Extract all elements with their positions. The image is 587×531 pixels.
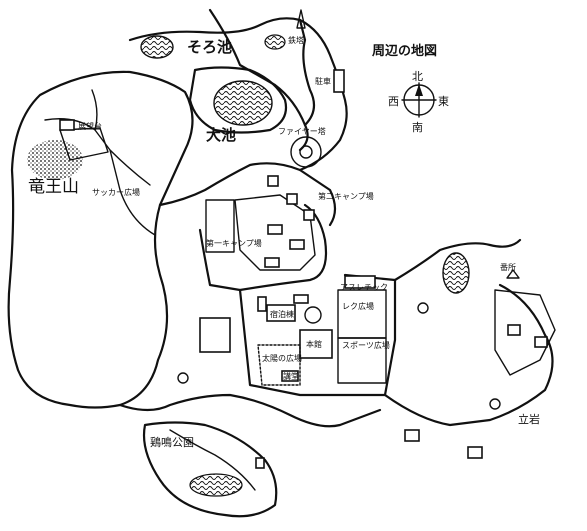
central-road-b xyxy=(198,203,328,292)
koen-boundary xyxy=(142,421,278,518)
camp-loop xyxy=(234,194,316,271)
sports-field-label: スポーツ広場 xyxy=(342,340,390,350)
ryuozan-boundary xyxy=(7,70,194,409)
taiyo-field-label: 太陽の広場 xyxy=(262,353,302,363)
east-building-3 xyxy=(404,429,420,442)
camp1-site xyxy=(205,199,235,253)
fire-tower-circle xyxy=(290,136,322,168)
camp2-building-b xyxy=(286,193,298,205)
ryuozan-inner-trail xyxy=(44,89,156,236)
northeast-road xyxy=(298,18,348,172)
camp1-building-a xyxy=(267,224,283,235)
east-tree-2 xyxy=(489,398,501,410)
east-building-4 xyxy=(467,446,483,459)
koen-trail xyxy=(169,429,256,491)
compass-west: 西 xyxy=(388,95,399,108)
athletic-label: アスレチック xyxy=(340,283,388,292)
camp2-building-a xyxy=(267,175,279,187)
tetto-label: 鉄塔 xyxy=(288,35,304,45)
north-road xyxy=(128,17,316,127)
rec-field-label: レク広場 xyxy=(342,301,374,311)
camp1-label: 第一キャンプ場 xyxy=(206,238,262,248)
ryuozan-hill xyxy=(27,140,83,180)
east-tree-1 xyxy=(417,302,429,314)
east-pond xyxy=(442,252,470,294)
camp2-label: 第二キャンプ場 xyxy=(318,191,374,201)
oike-rim xyxy=(188,66,288,134)
koen-label: 鶏鳴公園 xyxy=(150,435,194,449)
plaza-circle xyxy=(304,306,322,324)
koen-tree-grove xyxy=(189,473,243,497)
tateiwa-label: 立岩 xyxy=(518,412,540,426)
south-road xyxy=(118,393,382,428)
sports-field-area xyxy=(337,337,387,384)
athletic-building xyxy=(344,275,376,289)
camp2-building-c xyxy=(303,209,315,221)
east-building-2 xyxy=(534,336,548,348)
compass-east: 東 xyxy=(438,95,449,108)
oike-pond xyxy=(213,80,273,126)
honkan-label: 本館 xyxy=(306,339,322,349)
compass-north: 北 xyxy=(412,70,423,83)
compass xyxy=(401,82,437,118)
north-tree-grove xyxy=(264,34,286,50)
east-road-b xyxy=(393,238,522,282)
camp1-building-c xyxy=(264,257,280,268)
oike-label: 大池 xyxy=(206,126,236,144)
koen-building xyxy=(255,457,265,469)
hall-building xyxy=(281,370,299,382)
lodging-label: 宿泊棟 xyxy=(270,309,294,319)
fire-tower-center xyxy=(299,145,313,159)
honkan-building xyxy=(299,329,333,359)
guard-hut xyxy=(506,269,520,279)
fire-tower-label: ファイヤー塔 xyxy=(278,126,326,136)
compass-south: 南 xyxy=(412,121,423,134)
south-tree-1 xyxy=(177,372,189,384)
map-title: 周辺の地図 xyxy=(372,43,437,59)
north-road-2 xyxy=(208,8,309,152)
east-loop xyxy=(494,289,556,376)
guard-label: 番所 xyxy=(500,262,516,272)
west-block-building xyxy=(199,317,231,353)
rec-field-area xyxy=(337,289,387,339)
shuhuku-label: 駐車 xyxy=(315,76,331,86)
tetto-tower xyxy=(296,9,306,29)
shuhuku-building xyxy=(333,69,345,93)
east-building-1 xyxy=(507,324,521,336)
sorojike-label: そろ池 xyxy=(187,38,232,56)
small-building-1 xyxy=(257,296,267,312)
small-building-2 xyxy=(293,294,309,304)
tenbodai-label: 展望台 xyxy=(78,121,102,131)
ryuozan-label: 竜王山 xyxy=(28,177,79,197)
central-road-a xyxy=(158,162,337,227)
lodging-building xyxy=(266,304,296,322)
tenbodai-building xyxy=(59,119,75,131)
taiyo-field-dashed xyxy=(257,344,301,386)
east-road-a xyxy=(383,283,554,427)
soccer-field-label: サッカー広場 xyxy=(92,187,140,197)
hall-label: 講堂 xyxy=(283,371,299,381)
camp1-building-b xyxy=(289,239,305,250)
sorojike-pond xyxy=(140,35,174,59)
